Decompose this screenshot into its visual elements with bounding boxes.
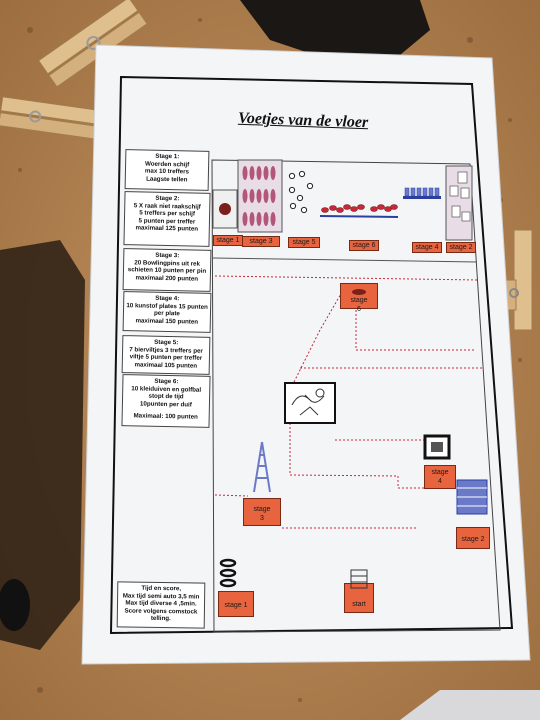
ladder-icon — [253, 441, 271, 493]
stage-label: stage — [431, 469, 449, 476]
cardboard-texture — [18, 18, 522, 703]
barrel-stack-icon — [456, 479, 488, 515]
tires-icon — [219, 558, 237, 588]
clay-target-icon — [352, 289, 366, 295]
route-lines — [214, 275, 482, 529]
plates-icon — [403, 187, 441, 199]
stage-2-box: stage 2 — [456, 527, 490, 549]
stage-label: stage — [253, 506, 271, 513]
stage-4-box: stage 4 — [424, 465, 456, 489]
range-outline — [211, 159, 501, 633]
bowling-pins — [242, 166, 276, 226]
top-stage-label: stage 3 — [242, 236, 280, 247]
top-stage-label: stage 6 — [349, 240, 379, 251]
target-disc-icon — [219, 203, 231, 215]
top-stage-label: stage 4 — [412, 242, 442, 253]
cartoon-image — [284, 382, 336, 424]
dark-mat — [240, 0, 430, 60]
paper-corner-bottom — [400, 690, 540, 720]
clay-pigeon-icon — [319, 204, 399, 218]
stage-label: stage — [350, 297, 368, 304]
hole-left — [0, 579, 30, 631]
top-stage-label: stage 2 — [446, 242, 476, 253]
stage-label: stage 2 — [461, 536, 485, 543]
top-stage-label: stage 5 — [288, 237, 320, 248]
stage-label: start — [352, 601, 366, 608]
stage-3-box: stage 3 — [243, 498, 281, 526]
range-divider — [212, 257, 478, 263]
stage-1-box: stage 1 — [218, 591, 254, 617]
stage-label: stage 1 — [224, 602, 248, 609]
stage-6-box: stage 6 — [340, 283, 378, 313]
dark-shadow-left — [0, 240, 85, 650]
stage-number: 3 — [260, 515, 264, 522]
stage-number: 4 — [438, 478, 442, 485]
box-target-icon — [423, 434, 451, 460]
start-chair-icon — [350, 569, 368, 589]
page-frame — [109, 75, 514, 635]
stage-number: 6 — [357, 306, 361, 313]
beer-coasters-icon — [288, 170, 314, 214]
non-shoot-target-icon — [445, 165, 473, 241]
